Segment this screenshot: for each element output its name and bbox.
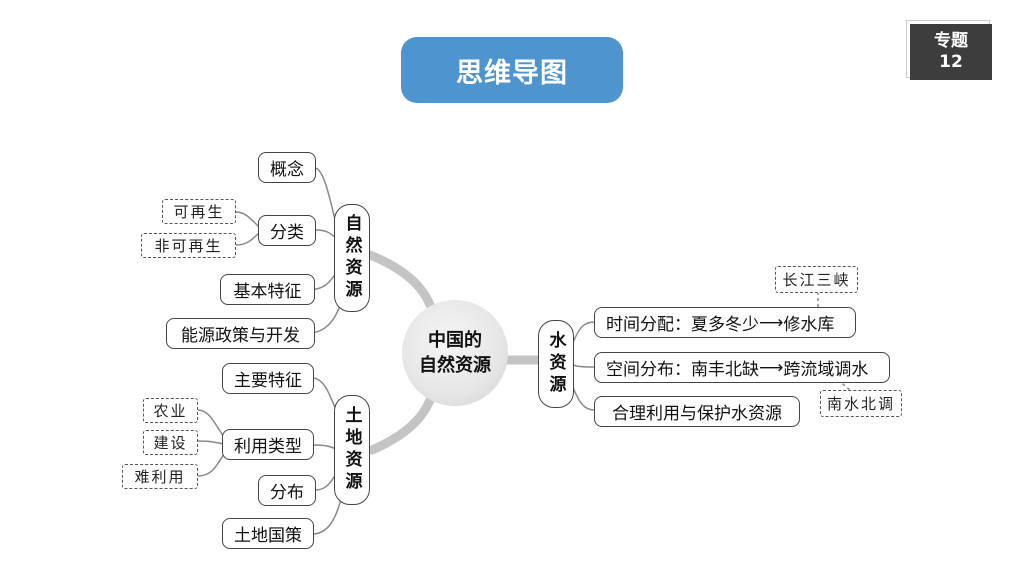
node-yangtze-three-gorges: 长江三峡	[775, 266, 858, 293]
node-hard-to-use: 难利用	[122, 464, 198, 489]
node-space-distribution: 空间分布：南丰北缺 ⟶ 跨流域调水	[594, 352, 890, 383]
arrow-icon: ⟶	[759, 357, 784, 378]
link-rational	[571, 384, 596, 411]
center-node: 中国的 自然资源	[402, 300, 508, 406]
branch-connector-natural	[365, 250, 435, 310]
branch-natural-resources: 自然资源	[334, 204, 370, 312]
node-construction: 建设	[143, 430, 198, 455]
node-agriculture: 农业	[143, 398, 198, 423]
link-space	[571, 364, 596, 368]
node-distribution: 分布	[258, 475, 316, 506]
node-time-distribution: 时间分配：夏多冬少 ⟶ 修水库	[594, 307, 856, 338]
link-nonrenewable	[235, 231, 261, 246]
link-time	[571, 321, 596, 346]
node-rational-use: 合理利用与保护水资源	[594, 396, 800, 427]
node-basic-features: 基本特征	[220, 274, 315, 305]
branch-water-resources: 水资源	[538, 320, 574, 408]
page-title: 思维导图	[401, 37, 623, 103]
node-land-policy: 土地国策	[222, 518, 314, 549]
node-concept: 概念	[258, 152, 316, 183]
node-renewable: 可再生	[162, 199, 236, 224]
node-main-features: 主要特征	[222, 363, 314, 394]
branch-connector-land	[367, 395, 435, 455]
reservoir-text: 修水库	[783, 315, 835, 335]
node-south-north-transfer: 南水北调	[820, 390, 902, 417]
topic-number: 12	[939, 52, 963, 72]
node-classification: 分类	[258, 215, 316, 246]
link-renewable	[235, 211, 261, 229]
time-distribution-text: 时间分配：夏多冬少	[606, 315, 759, 335]
space-distribution-text: 空间分布：南丰北缺	[606, 360, 759, 380]
node-energy-policy: 能源政策与开发	[166, 318, 315, 349]
node-non-renewable: 非可再生	[141, 233, 236, 258]
center-line1: 中国的	[428, 330, 482, 351]
arrow-icon: ⟶	[759, 312, 784, 333]
node-use-types: 利用类型	[222, 429, 314, 460]
branch-land-resources: 土地资源	[334, 395, 370, 505]
center-line2: 自然资源	[419, 355, 491, 376]
link-land-policy	[313, 494, 343, 535]
transfer-text: 跨流域调水	[783, 360, 869, 380]
topic-label: 专题	[934, 31, 968, 51]
